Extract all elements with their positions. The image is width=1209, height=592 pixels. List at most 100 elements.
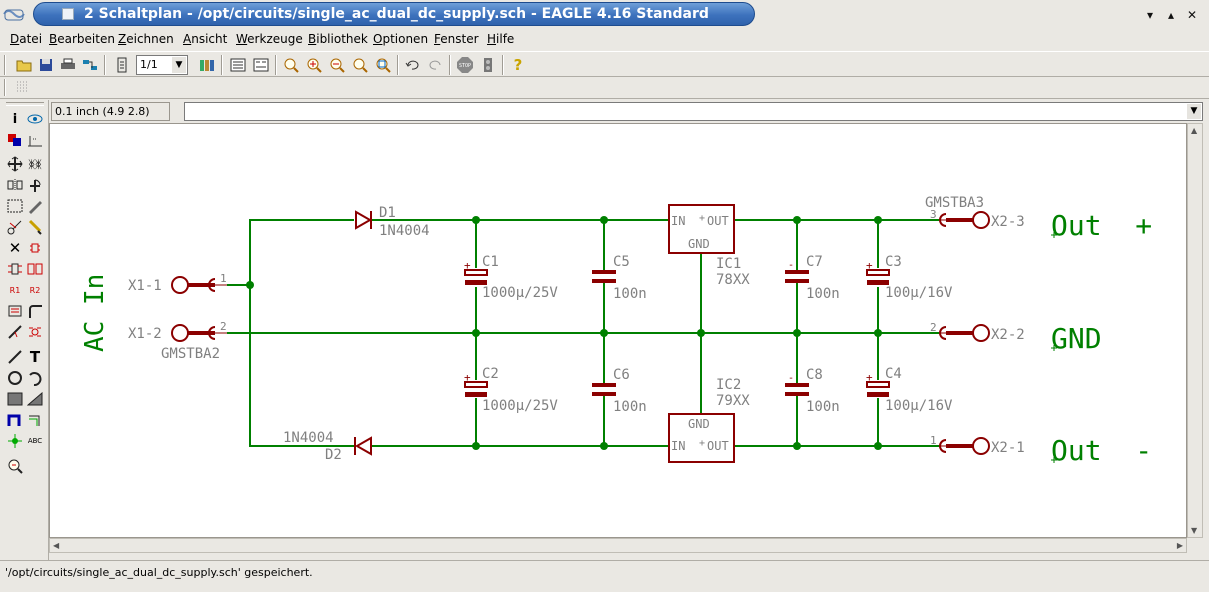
scroll-left-icon[interactable]: ◀ — [53, 541, 60, 550]
undo-icon[interactable] — [403, 55, 423, 75]
bus-icon[interactable] — [6, 411, 24, 429]
redo-icon[interactable] — [425, 55, 445, 75]
menu-bearbeiten[interactable]: Bearbeiten — [49, 32, 115, 46]
sheet-select[interactable]: 1/1 ▼ — [136, 55, 188, 75]
minimize-button[interactable]: ▾ — [1146, 8, 1154, 22]
wire-icon[interactable] — [6, 348, 24, 366]
arc-icon[interactable] — [26, 369, 44, 387]
invoke-icon[interactable] — [26, 323, 44, 341]
zoom-select-icon[interactable] — [373, 55, 393, 75]
scroll-right-icon[interactable]: ▶ — [1176, 541, 1183, 550]
info-icon[interactable]: i — [12, 111, 18, 127]
menu-ansicht[interactable]: Ansicht — [183, 32, 228, 46]
close-button[interactable]: ✕ — [1186, 8, 1198, 22]
pinswap-icon[interactable] — [6, 260, 24, 278]
cut-icon[interactable] — [6, 218, 24, 236]
toolbar-separator — [221, 55, 223, 75]
menu-zeichnen[interactable]: Zeichnen — [118, 32, 174, 46]
zoom-out-icon[interactable] — [327, 55, 347, 75]
library-icon[interactable] — [197, 55, 217, 75]
toolbar-separator — [104, 55, 106, 75]
copy-icon[interactable]: ᛤᛤ — [28, 157, 42, 171]
menu-datei[interactable]: Datei — [10, 32, 43, 46]
input-connector — [171, 276, 227, 342]
c1-value: 1000µ/25V — [482, 285, 558, 301]
x1-pin2-label: X1-2 — [128, 326, 162, 342]
add-icon[interactable] — [26, 239, 44, 257]
maximize-button[interactable]: ▴ — [1167, 8, 1175, 22]
grid-icon[interactable] — [12, 78, 32, 96]
stop-icon[interactable]: STOP — [455, 55, 475, 75]
ic1-pin-in: IN — [671, 214, 685, 228]
smash-icon[interactable] — [6, 302, 24, 320]
move-icon[interactable] — [6, 155, 24, 173]
help-icon[interactable]: ? — [513, 56, 523, 74]
net-icon[interactable] — [26, 411, 44, 429]
output-label-negative: Out - — [1051, 434, 1152, 467]
rect-icon[interactable] — [6, 390, 24, 408]
command-input[interactable]: ▼ — [184, 102, 1203, 121]
toolbar-separator — [502, 55, 504, 75]
save-icon[interactable] — [36, 55, 56, 75]
show-icon[interactable] — [26, 110, 44, 128]
menu-werkzeuge[interactable]: Werkzeuge — [236, 32, 303, 46]
diode-d2 — [354, 436, 372, 456]
c4-name: C4 — [885, 366, 902, 382]
rotate-icon[interactable] — [26, 176, 44, 194]
chevron-down-icon[interactable]: ▼ — [1187, 104, 1201, 119]
x2-pinnum-1: 1 — [930, 434, 937, 447]
menu-bibliothek[interactable]: Bibliothek — [308, 32, 368, 46]
schematic-canvas[interactable]: AC In X1-1 X1-2 1 2 GMSTBA2 D1 1N4004 — [49, 123, 1187, 538]
split-icon[interactable] — [6, 323, 24, 341]
circle-icon[interactable] — [6, 369, 24, 387]
sheet-icon[interactable] — [112, 55, 132, 75]
main-toolbar: 1/1 ▼ STOP ? — [0, 51, 1209, 77]
output-label-gnd: GND — [1051, 322, 1102, 355]
junction-icon[interactable] — [6, 432, 24, 450]
bom-icon[interactable] — [228, 55, 248, 75]
app-icon — [62, 8, 74, 20]
output-label-positive: Out + — [1051, 209, 1152, 242]
erc-icon[interactable] — [6, 457, 24, 475]
zoom-in-icon[interactable] — [304, 55, 324, 75]
vertical-scrollbar[interactable]: ▲ ▼ — [1187, 123, 1203, 538]
print-icon[interactable] — [58, 55, 78, 75]
group-icon[interactable] — [6, 197, 24, 215]
menu-optionen[interactable]: Optionen — [373, 32, 429, 46]
ic1-pin-out: OUT — [707, 214, 729, 228]
miter-icon[interactable] — [26, 302, 44, 320]
scroll-up-icon[interactable]: ▲ — [1191, 126, 1198, 135]
display-icon[interactable] — [6, 131, 24, 149]
scroll-down-icon[interactable]: ▼ — [1191, 526, 1198, 535]
d1-name: D1 — [379, 205, 396, 221]
delete-icon[interactable]: ✕ — [8, 239, 22, 257]
mirror-icon[interactable] — [6, 176, 24, 194]
label-icon[interactable]: ABC — [27, 437, 43, 445]
go-icon[interactable] — [478, 55, 498, 75]
change-icon[interactable] — [26, 197, 44, 215]
open-icon[interactable] — [14, 55, 34, 75]
cam-processor-icon[interactable] — [80, 55, 100, 75]
text-icon[interactable]: T — [29, 348, 41, 366]
redraw-icon[interactable] — [350, 55, 370, 75]
paste-icon[interactable] — [26, 218, 44, 236]
x1-pinnum-2: 2 — [220, 320, 227, 333]
svg-text:+: + — [866, 371, 873, 384]
status-bar: '/opt/circuits/single_ac_dual_dc_supply.… — [0, 560, 1209, 584]
value-icon[interactable]: R2 — [29, 285, 41, 295]
window-menu-icon[interactable] — [2, 4, 26, 24]
gateswap-icon[interactable] — [26, 260, 44, 278]
name-icon[interactable]: R1 — [9, 285, 21, 295]
zoom-fit-icon[interactable] — [281, 55, 301, 75]
polygon-icon[interactable] — [26, 390, 44, 408]
title-pill: 2 Schaltplan - /opt/circuits/single_ac_d… — [33, 2, 755, 26]
capacitor-c3: + — [866, 259, 890, 285]
horizontal-scrollbar[interactable]: ◀ ▶ — [49, 538, 1187, 553]
board-switch-icon[interactable] — [251, 55, 271, 75]
ic1-name: IC1 — [716, 256, 741, 272]
mark-icon[interactable] — [26, 131, 44, 149]
menu-fenster[interactable]: Fenster — [434, 32, 479, 46]
menu-hilfe[interactable]: Hilfe — [487, 32, 515, 46]
chevron-down-icon[interactable]: ▼ — [172, 57, 186, 73]
svg-text:+: + — [464, 259, 471, 272]
